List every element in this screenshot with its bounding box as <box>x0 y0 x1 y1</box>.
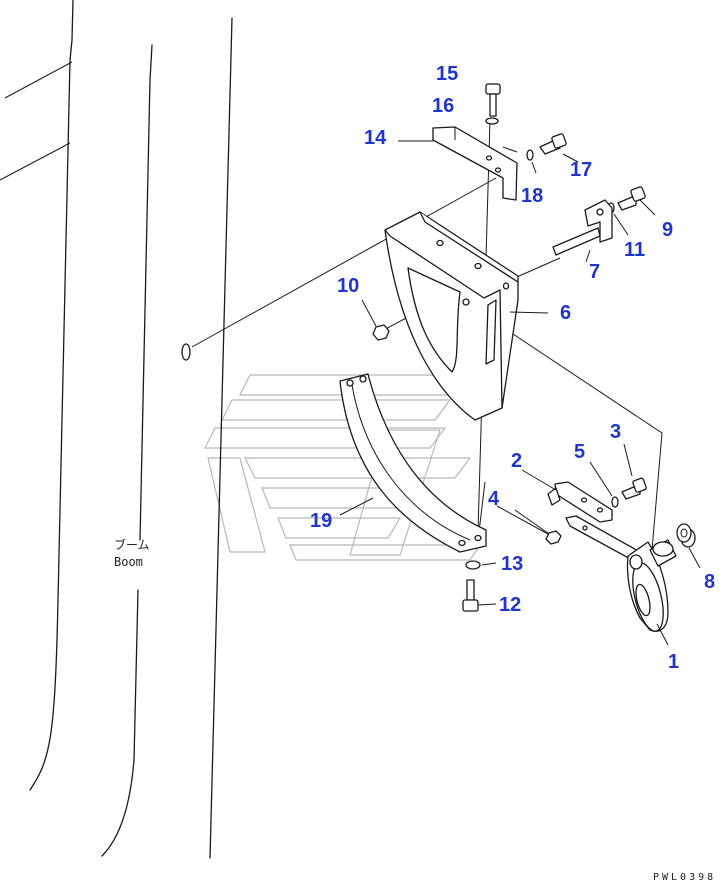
bolt-part-9 <box>617 186 646 211</box>
bolt-part-12 <box>462 579 479 612</box>
callout-15: 15 <box>436 63 458 85</box>
boom-label-en: Boom <box>114 555 143 569</box>
washer-part-18 <box>526 149 534 161</box>
callout-3: 3 <box>610 421 621 443</box>
callout-14: 14 <box>364 127 387 149</box>
washer-part-13 <box>465 560 481 570</box>
washer-part-5 <box>611 496 619 508</box>
bushing-part-8 <box>676 523 696 548</box>
callout-1: 1 <box>668 651 679 673</box>
clip-part-2 <box>547 481 613 523</box>
drawing-code: PWL0398 <box>653 872 716 883</box>
callout-7: 7 <box>589 261 600 283</box>
callout-8: 8 <box>704 571 715 593</box>
pin-part-7 <box>552 199 613 256</box>
callout-18: 18 <box>521 185 543 207</box>
callout-9: 9 <box>662 219 673 241</box>
callout-12: 12 <box>499 594 521 616</box>
bolt-part-15 <box>485 83 501 117</box>
pin-end <box>181 343 191 361</box>
callout-11: 11 <box>624 239 645 261</box>
bracket-part-14 <box>432 126 518 201</box>
nut-part-4 <box>545 530 562 545</box>
boom-label-jp: ブーム <box>114 537 150 552</box>
callout-5: 5 <box>574 441 585 463</box>
roller-part-1 <box>565 515 677 632</box>
callout-4: 4 <box>488 488 500 510</box>
boom-outline <box>0 0 233 859</box>
callout-19: 19 <box>310 510 332 532</box>
callout-10: 10 <box>337 275 359 297</box>
callout-6: 6 <box>560 302 571 324</box>
nut-part-10 <box>372 324 390 341</box>
callout-2: 2 <box>511 450 522 472</box>
bolt-part-3 <box>621 477 647 500</box>
callout-17: 17 <box>570 159 592 181</box>
callout-13: 13 <box>501 553 523 575</box>
callout-leaders <box>339 140 701 646</box>
callout-labels: 15 16 14 17 18 9 11 7 10 6 3 2 5 4 19 13… <box>310 63 715 673</box>
main-bracket-part-6 <box>384 211 519 421</box>
guard-part-19 <box>339 373 487 553</box>
bolt-part-17 <box>539 133 567 155</box>
washer-part-16 <box>485 117 499 125</box>
callout-16: 16 <box>432 95 454 117</box>
